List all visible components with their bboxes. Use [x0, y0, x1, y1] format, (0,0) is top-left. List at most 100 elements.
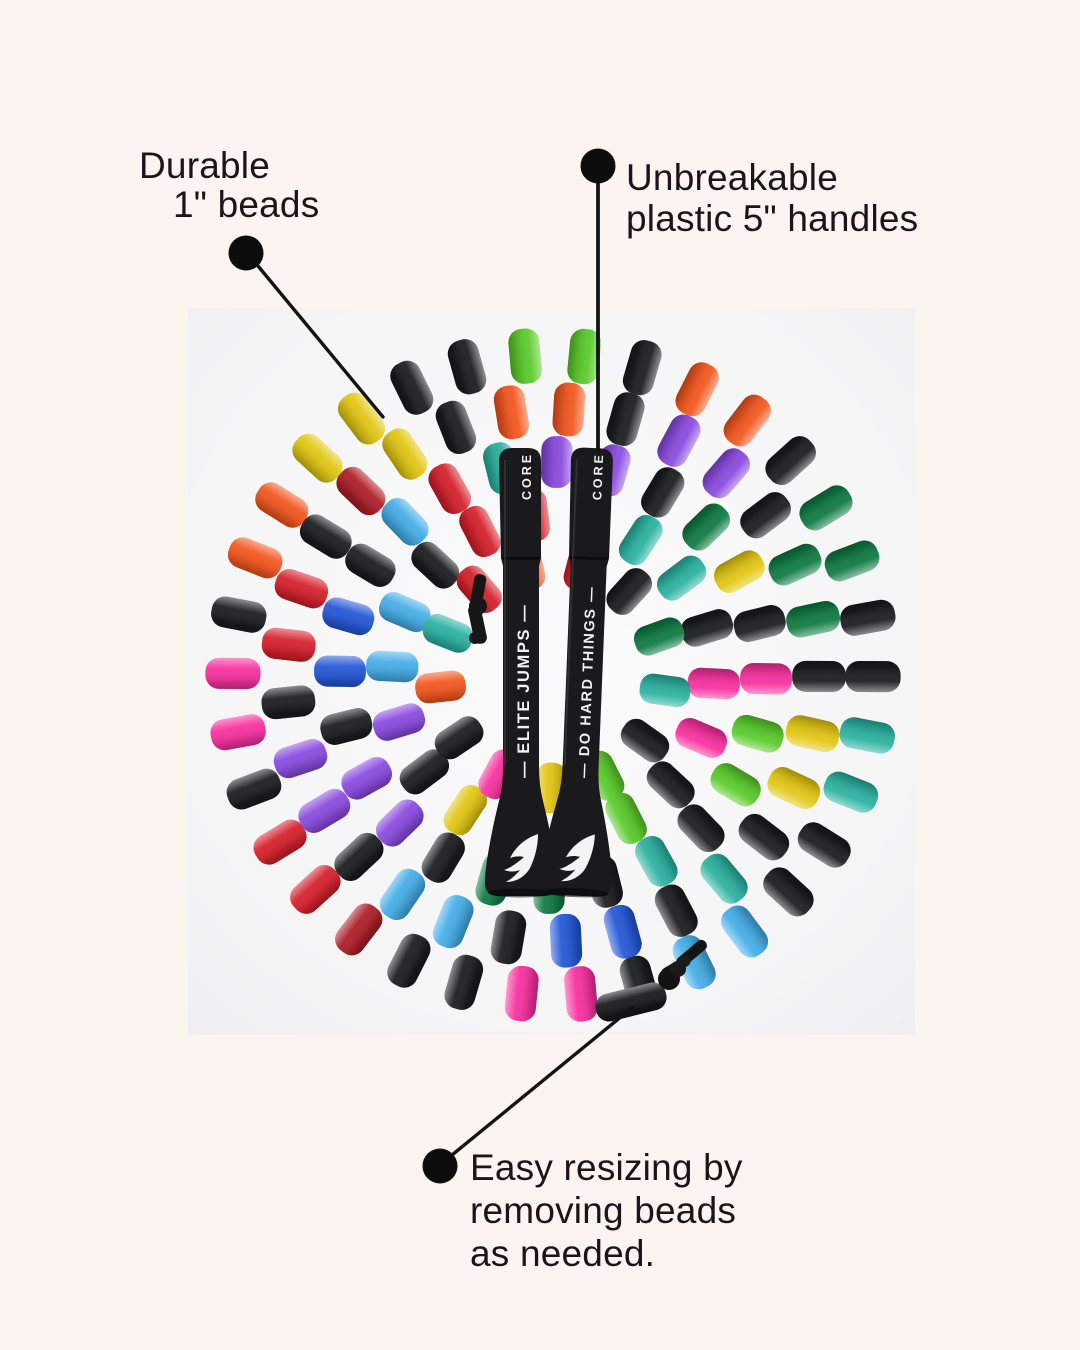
label-resize-line3: as needed.: [470, 1233, 656, 1274]
bead: [334, 832, 384, 881]
bead: [680, 609, 734, 647]
bead: [606, 568, 652, 615]
bead: [336, 466, 386, 516]
rope-ring-2: [261, 382, 846, 968]
bead: [687, 667, 740, 700]
bead: [375, 799, 424, 847]
bead: [677, 804, 725, 853]
bead: [618, 514, 663, 566]
callout-dot-resize: [422, 1148, 458, 1184]
bead: [335, 903, 383, 956]
callout-dot-handles: [580, 148, 616, 184]
bead: [421, 832, 465, 883]
bead: [646, 761, 695, 809]
bead: [799, 485, 853, 531]
bead: [656, 555, 707, 601]
bead: [840, 599, 896, 636]
bead: [675, 717, 728, 758]
bead: [721, 905, 769, 958]
elite-jumps-wing-logo: [559, 834, 595, 882]
bead: [702, 448, 750, 499]
bead: [606, 392, 645, 446]
bead: [226, 768, 282, 810]
bead: [785, 715, 840, 752]
bead: [839, 717, 895, 754]
bead: [399, 749, 450, 795]
bead: [731, 714, 784, 753]
label-handles-line1: Unbreakable: [626, 157, 839, 198]
bead: [657, 414, 701, 467]
product-photo: CORE — ELITE JUMPS — CORE — DO HARD THIN…: [188, 308, 915, 1035]
bead: [273, 739, 328, 779]
bead: [444, 954, 484, 1010]
bead: [567, 328, 602, 385]
bead: [763, 867, 814, 917]
handle-brand-text: — DO HARD THINGS —: [576, 585, 600, 778]
bead: [434, 716, 484, 760]
bead: [710, 763, 761, 807]
bead: [767, 767, 821, 809]
label-resize-line2: removing beads: [470, 1190, 737, 1231]
bead: [564, 966, 598, 1022]
bead: [372, 703, 426, 741]
bead: [314, 655, 366, 688]
elite-jumps-wing-logo: [504, 834, 538, 882]
bead: [274, 568, 329, 609]
bead: [845, 661, 901, 693]
bead: [633, 617, 685, 656]
bead: [255, 482, 309, 528]
bead: [422, 614, 474, 653]
bead: [261, 685, 316, 720]
label-durable-line2: 1" beads: [173, 184, 320, 225]
bead: [292, 433, 343, 483]
handle-right: CORE — DO HARD THINGS —: [539, 447, 613, 898]
bead: [205, 657, 261, 689]
label-easy-resizing: Easy resizing by removing beads as neede…: [470, 1146, 743, 1275]
bead: [675, 362, 719, 417]
bead: [320, 708, 373, 745]
bead: [682, 503, 731, 551]
bead: [411, 541, 460, 589]
bead: [723, 394, 771, 447]
bead: [261, 627, 316, 662]
bead: [740, 492, 791, 539]
bead: [299, 514, 352, 559]
bead: [792, 660, 846, 692]
bead: [447, 339, 487, 395]
bead: [341, 757, 393, 800]
bead: [824, 540, 880, 582]
bead: [733, 605, 786, 642]
bead: [382, 428, 428, 480]
bead: [768, 543, 822, 586]
bead: [459, 505, 501, 558]
rope-cord-center: [468, 574, 487, 644]
bead: [797, 822, 851, 868]
bead: [443, 784, 488, 836]
bead: [428, 463, 471, 515]
bead: [345, 543, 396, 587]
bead: [390, 360, 434, 415]
bead: [490, 910, 527, 965]
bead: [635, 835, 678, 887]
bead: [211, 596, 267, 633]
bead: [823, 771, 879, 813]
label-durable-line1: Durable: [139, 145, 270, 186]
bead: [700, 853, 748, 904]
handle-model-text: CORE: [590, 452, 606, 501]
bead: [322, 597, 375, 636]
jump-rope-photo: CORE — ELITE JUMPS — CORE — DO HARD THIN…: [188, 308, 915, 1035]
bead: [435, 400, 477, 455]
bead: [639, 673, 691, 707]
bead: [378, 592, 431, 633]
bead: [765, 436, 816, 485]
rope-ring-1: [205, 328, 901, 1022]
bead: [227, 537, 283, 579]
handle-brand-text: — ELITE JUMPS —: [515, 604, 533, 778]
bead: [786, 600, 841, 638]
handle-model-text: CORE: [520, 452, 534, 500]
bead: [672, 935, 716, 990]
bead: [603, 904, 642, 959]
bead: [549, 913, 583, 968]
callout-dot-durable: [228, 235, 264, 271]
